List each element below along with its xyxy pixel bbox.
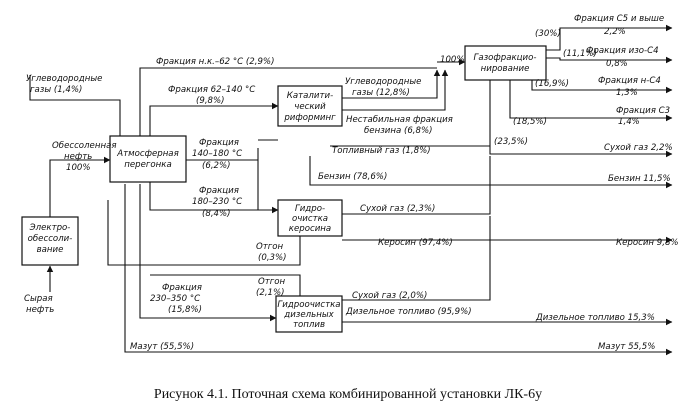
box-atmospheric-distillation: Атмосферная перегонка xyxy=(109,135,187,183)
labels: Сырая нефть Обессоленная нефть 100% Угле… xyxy=(24,14,679,352)
unstable-label-2: бензина (6,8%) xyxy=(364,126,433,136)
hk-line3: керосина xyxy=(289,224,331,234)
electro-line3: вание xyxy=(37,245,64,255)
benzin-in-label: Бензин (78,6%) xyxy=(318,172,387,182)
reform-line1: Каталити- xyxy=(287,91,333,101)
desalted-label-3: 100% xyxy=(66,163,91,173)
hd-line1: Гидроочистка xyxy=(277,300,340,310)
f230-label-3: (15,8%) xyxy=(168,305,202,315)
f180-label-3: (8,4%) xyxy=(202,209,231,219)
s16-label: (16,9%) xyxy=(535,79,569,89)
f62-label-2: (9,8%) xyxy=(196,96,225,106)
reform-gas-label-1: Углеводородные xyxy=(345,77,421,87)
f180-label-1: Фракция xyxy=(199,186,239,196)
diesel-out-label: Дизельное топливо 15,3% xyxy=(535,313,655,323)
gasfrac-line1: Газофракцио- xyxy=(474,53,537,63)
otgon2-label-2: (2,1%) xyxy=(256,288,285,298)
atm-line2: перегонка xyxy=(124,160,172,170)
n-c4-label-1: Фракция н-C4 xyxy=(598,76,661,86)
f62-label-1: Фракция 62–140 °С xyxy=(168,85,255,95)
c3-label-1: Фракция C3 xyxy=(616,106,670,116)
otgon1-label-2: (0,3%) xyxy=(258,253,287,263)
hc-gas-label-2: газы (1,4%) xyxy=(30,85,82,95)
crude-label-2: нефть xyxy=(26,305,54,315)
kerosene-out-label: Керосин 9,8% xyxy=(616,238,679,248)
desalted-label-1: Обессоленная xyxy=(52,141,117,151)
p100-label: 100% xyxy=(440,55,465,65)
crude-label-1: Сырая xyxy=(24,294,53,304)
s23-label: (23,5%) xyxy=(494,137,528,147)
n-c4-label-2: 1,3% xyxy=(616,88,638,98)
electro-line2: обессоли- xyxy=(28,234,73,244)
mazut-out-label: Мазут 55,5% xyxy=(598,342,655,352)
iso-c4-label-2: 0,8% xyxy=(606,59,628,69)
s30-label: (30%) xyxy=(535,29,561,39)
s18-label: (18,5%) xyxy=(513,117,547,127)
c5-label-2: 2,2% xyxy=(604,27,626,37)
reform-line3: риформинг xyxy=(283,113,336,123)
reform-line2: ческий xyxy=(294,102,326,112)
c3-label-2: 1,4% xyxy=(618,117,640,127)
f230-label-2: 230–350 °С xyxy=(150,294,200,304)
dry-gas-dies-label: Сухой газ (2,0%) xyxy=(352,291,427,301)
hk-line1: Гидро- xyxy=(295,204,325,214)
gasfrac-line2: нирование xyxy=(481,64,530,74)
kerosene-in-label: Керосин (97,4%) xyxy=(378,238,453,248)
dry-gas-out-label: Сухой газ 2,2% xyxy=(604,143,673,153)
fuel-gas-label: Топливный газ (1,8%) xyxy=(332,146,431,156)
f230-label-1: Фракция xyxy=(162,283,202,293)
desalted-label-2: нефть xyxy=(64,152,92,162)
f180-label-2: 180–230 °С xyxy=(192,197,242,207)
benzin-out-label: Бензин 11,5% xyxy=(608,174,671,184)
figure-caption: Рисунок 4.1. Поточная схема комбинирован… xyxy=(154,387,542,402)
box-gas-fractionation: Газофракцио- нирование xyxy=(464,45,547,81)
diesel-in-label: Дизельное топливо (95,9%) xyxy=(345,307,472,317)
f140-label-2: 140–180 °С xyxy=(192,149,242,159)
unstable-label-1: Нестабильная фракция xyxy=(346,115,453,125)
c5-label-1: Фракция C5 и выше xyxy=(574,14,664,24)
dry-gas-ker-label: Сухой газ (2,3%) xyxy=(360,204,435,214)
flow-lines xyxy=(29,24,673,356)
box-catalytic-reforming: Каталити- ческий риформинг xyxy=(277,85,343,127)
f140-label-1: Фракция xyxy=(199,138,239,148)
box-diesel-hydrotreating: Гидроочистка дизельных топлив xyxy=(275,295,343,333)
iso-c4-label-1: Фракция изо-C4 xyxy=(586,46,659,56)
s11-label: (11,1%) xyxy=(563,49,597,59)
hd-line3: топлив xyxy=(293,320,325,330)
hd-line2: дизельных xyxy=(283,310,334,320)
box-electro-desalting: Электро- обессоли- вание xyxy=(21,216,79,266)
atm-line1: Атмосферная xyxy=(116,149,179,159)
f140-label-3: (6,2%) xyxy=(202,161,231,171)
ibp62-label: Фракция н.к.–62 °С (2,9%) xyxy=(156,57,274,67)
reform-gas-label-2: газы (12,8%) xyxy=(352,88,410,98)
otgon1-label-1: Отгон xyxy=(256,242,284,252)
mazut-in-label: Мазут (55,5%) xyxy=(130,342,194,352)
otgon2-label-1: Отгон xyxy=(258,277,286,287)
box-kerosene-hydrotreating: Гидро- очистка керосина xyxy=(277,199,343,237)
hk-line2: очистка xyxy=(292,214,328,224)
hc-gas-label-1: Углеводородные xyxy=(26,74,102,84)
electro-line1: Электро- xyxy=(29,223,71,233)
